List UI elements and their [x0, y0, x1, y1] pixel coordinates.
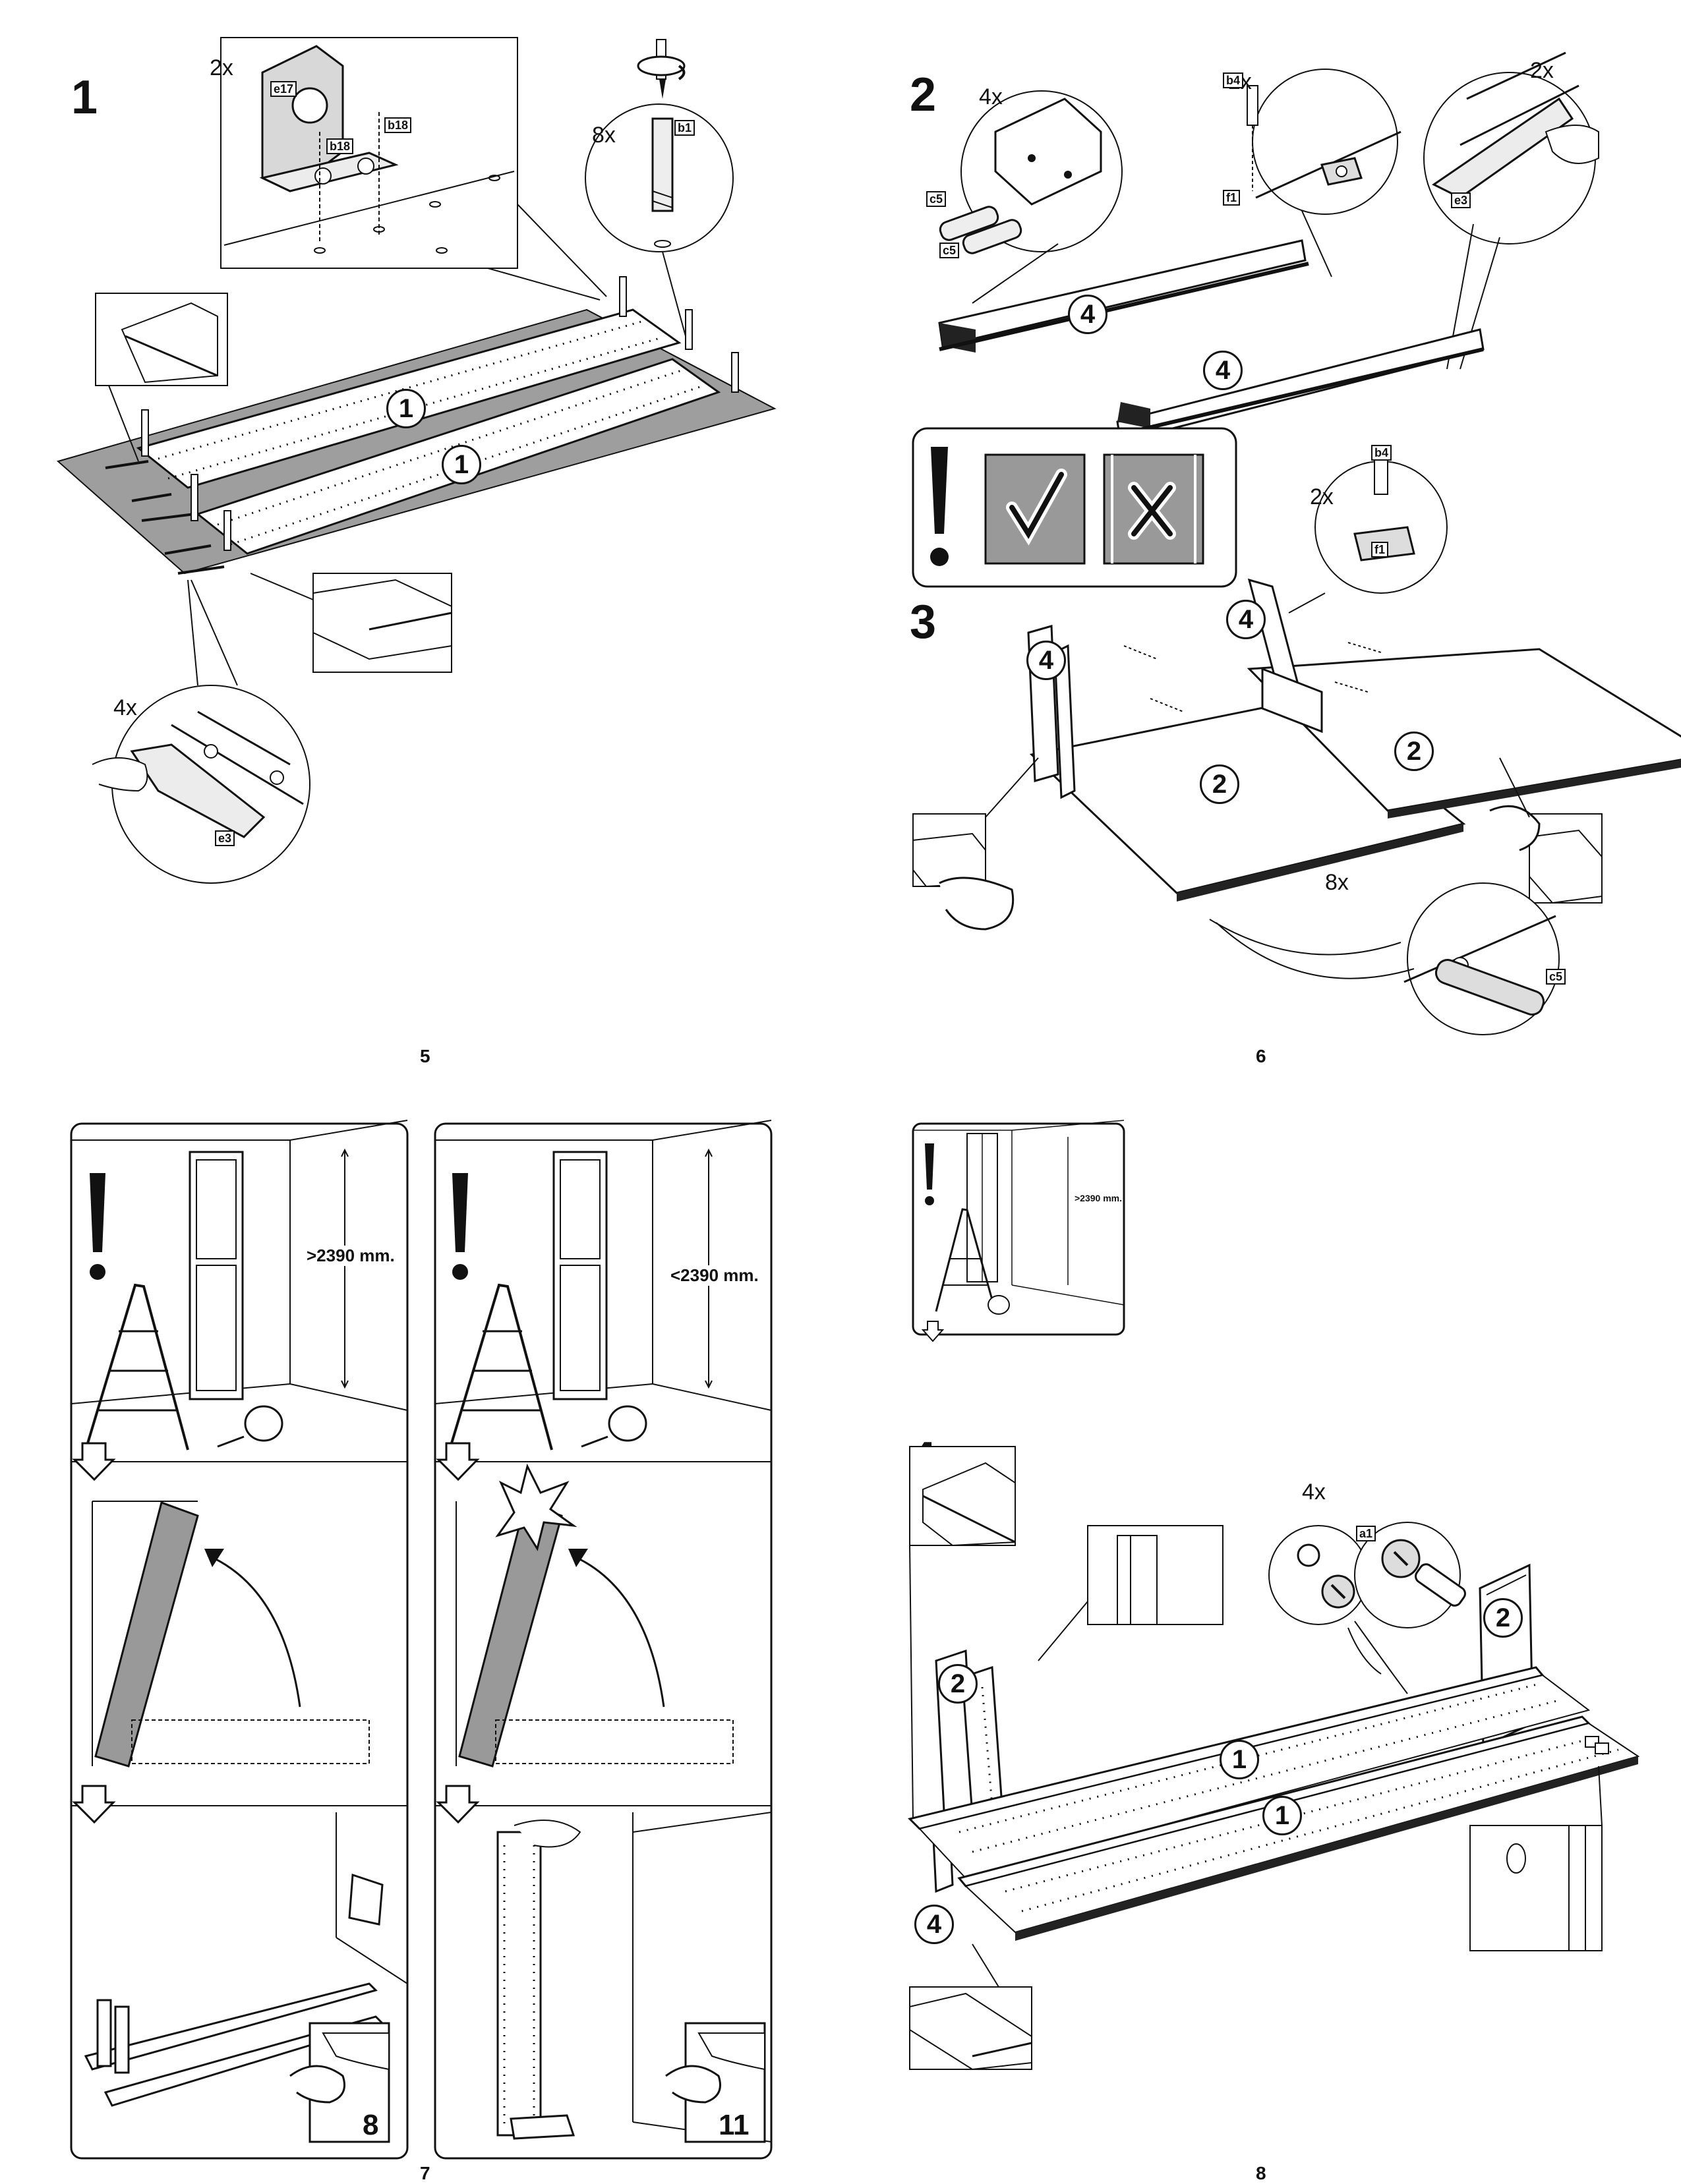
- step-1-number: 1: [71, 71, 98, 124]
- panel-number: 2: [1483, 1598, 1523, 1638]
- screw-quantity: 2x: [1310, 484, 1334, 509]
- panel-number: 4: [914, 1905, 954, 1944]
- warning-ok-icon: [1009, 468, 1015, 474]
- cam-quantity: 4x: [1302, 1480, 1326, 1505]
- part-label-e3: e3: [1451, 192, 1471, 208]
- bracket-quantity: 2x: [210, 55, 233, 80]
- part-label-b18: b18: [326, 138, 354, 154]
- page-5: 1: [0, 0, 840, 1087]
- page-number: 8: [1256, 2163, 1266, 2183]
- part-label-f1: f1: [1371, 542, 1389, 558]
- part-label-e17: e17: [270, 81, 297, 97]
- page-number: 5: [420, 1046, 430, 1066]
- part-label-a1: a1: [1356, 1526, 1376, 1541]
- panel-number: 2: [938, 1664, 978, 1704]
- dowel-quantity: 8x: [1325, 870, 1349, 895]
- clip-quantity: 4x: [113, 695, 137, 720]
- part-label-c5: c5: [1546, 969, 1566, 985]
- panel-number: 4: [1203, 351, 1243, 390]
- panel-number: 4: [1026, 641, 1066, 680]
- part-label-b4: b4: [1371, 445, 1392, 461]
- page-8: 4: [840, 1087, 1681, 2183]
- step-2-number: 2: [910, 69, 937, 121]
- warning-wrong-icon: [1131, 468, 1137, 474]
- panel-number: 4: [1068, 295, 1107, 334]
- page-number: 6: [1256, 1046, 1266, 1066]
- part-label-c5: c5: [926, 191, 947, 207]
- steps-2-3-illustration: [912, 51, 1681, 1035]
- ceiling-height-label: >2390 mm.: [1075, 1193, 1122, 1203]
- panel-number: 2: [1200, 764, 1239, 804]
- step-3-number: 3: [910, 596, 937, 648]
- page-7: >2390 mm. <2390 mm. 8 11 7: [0, 1087, 840, 2183]
- ceiling-height-label: >2390 mm.: [307, 1246, 395, 1266]
- reference-page-number: 8: [363, 2109, 379, 2141]
- panel-number: 1: [1262, 1796, 1302, 1835]
- dowel-quantity: 4x: [979, 84, 1003, 109]
- part-label-c5: c5: [939, 243, 960, 258]
- reference-page-number: 11: [719, 2109, 750, 2141]
- height-check-illustration: [70, 1120, 773, 2160]
- panel-number: 1: [1220, 1740, 1259, 1779]
- panel-number: 1: [442, 445, 481, 484]
- clip-quantity: 2x: [1530, 58, 1554, 83]
- part-label-e3: e3: [215, 830, 235, 846]
- ceiling-height-label: <2390 mm.: [670, 1265, 759, 1286]
- page-number: 7: [420, 2163, 430, 2183]
- dowel-quantity: 8x: [592, 123, 616, 148]
- page-6: 2 3: [840, 0, 1681, 1087]
- part-label-b18: b18: [384, 117, 412, 133]
- panel-number: 4: [1226, 600, 1266, 639]
- part-label-b4: b4: [1223, 72, 1244, 88]
- step-1-illustration: [56, 37, 777, 884]
- panel-number: 1: [386, 389, 426, 428]
- part-label-b1: b1: [674, 120, 695, 136]
- step-4-illustration: [908, 1120, 1640, 2071]
- panel-number: 2: [1394, 732, 1434, 771]
- part-label-f1: f1: [1223, 190, 1241, 206]
